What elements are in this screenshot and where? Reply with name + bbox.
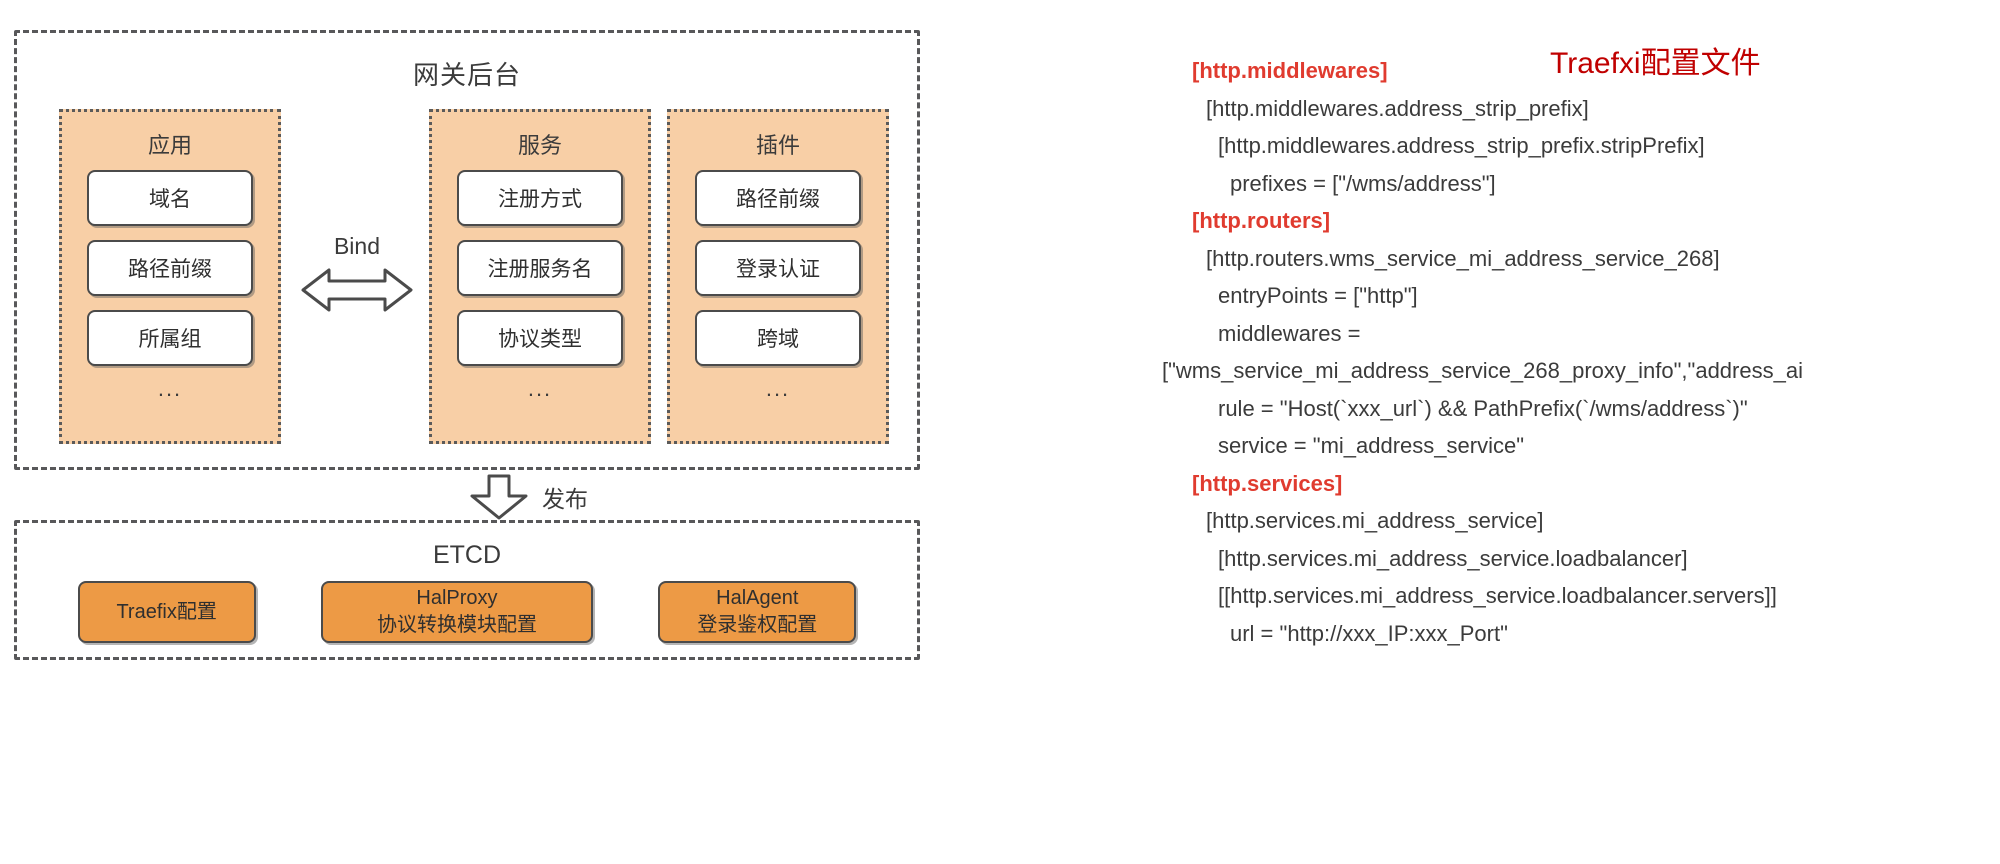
config-line: prefixes = ["/wms/address"]: [1230, 170, 1496, 196]
config-line: [http.middlewares.address_strip_prefix]: [1206, 95, 1589, 121]
config-title: Traefxi配置文件: [1550, 47, 1761, 80]
etcd-box-halproxy: HalProxy 协议转换模块配置: [320, 581, 593, 643]
item-list-application: 域名 路径前缀 所属组: [62, 170, 278, 366]
config-line: url = "http://xxx_IP:xxx_Port": [1230, 620, 1508, 646]
config-line: [http.middlewares.address_strip_prefix.s…: [1218, 133, 1705, 158]
down-arrow-icon: [470, 474, 528, 520]
etcd-box-line1: HalAgent: [716, 587, 799, 609]
group-title-plugin: 插件: [755, 133, 800, 158]
group-application: 应用 域名 路径前缀 所属组 ...: [59, 109, 281, 444]
item-list-service: 注册方式 注册服务名 协议类型: [432, 170, 648, 366]
etcd-box-list: Traefix配置 HalProxy 协议转换模块配置 HalAgent 登录鉴…: [17, 581, 917, 643]
group-plugin: 插件 路径前缀 登录认证 跨域 ...: [667, 109, 889, 444]
config-section-header: [http.middlewares]: [1192, 58, 1388, 83]
etcd-box-traefix: Traefix配置: [77, 581, 256, 643]
group-title-application: 应用: [147, 133, 192, 158]
item-box: 注册方式: [457, 170, 623, 226]
etcd-box-line1: Traefix配置: [116, 600, 217, 623]
item-box: 登录认证: [695, 240, 861, 296]
config-line-list: [http.middlewares] [http.middlewares.addr…: [1160, 52, 2000, 652]
architecture-diagram: 网关后台 应用 域名 路径前缀 所属组 ... Bind 服务 注册方式 注册服…: [14, 30, 920, 660]
group-ellipsis: ...: [765, 376, 791, 401]
group-service: 服务 注册方式 注册服务名 协议类型 ...: [429, 109, 651, 444]
page-title: 网关后台: [412, 60, 521, 90]
group-title-service: 服务: [517, 133, 562, 158]
bind-connector: Bind: [297, 233, 417, 323]
bind-label: Bind: [333, 233, 381, 259]
etcd-title: ETCD: [432, 541, 502, 569]
config-line: middlewares =: [1218, 320, 1361, 346]
etcd-box-line2: 协议转换模块配置: [376, 614, 537, 636]
item-list-plugin: 路径前缀 登录认证 跨域: [670, 170, 886, 366]
config-section-header: [http.services]: [1192, 470, 1343, 496]
item-box: 域名: [87, 170, 253, 226]
etcd-box-halagent: HalAgent 登录鉴权配置: [658, 581, 857, 643]
etcd-box-line2: 登录鉴权配置: [697, 614, 818, 636]
gateway-backend-panel: 网关后台 应用 域名 路径前缀 所属组 ... Bind 服务 注册方式 注册服…: [14, 30, 920, 470]
double-arrow-icon: [301, 268, 413, 312]
item-box: 注册服务名: [457, 240, 623, 296]
config-line: entryPoints = ["http"]: [1218, 283, 1418, 308]
group-ellipsis: ...: [527, 376, 553, 401]
item-box: 所属组: [87, 310, 253, 366]
config-line: [[http.services.mi_address_service.loadb…: [1218, 583, 1777, 608]
config-line: [http.services.mi_address_service]: [1206, 508, 1544, 533]
config-line: [http.services.mi_address_service.loadba…: [1218, 545, 1688, 571]
item-box: 跨域: [695, 310, 861, 366]
config-section-header: [http.routers]: [1192, 208, 1331, 233]
etcd-box-line1: HalProxy: [416, 587, 498, 609]
item-box: 路径前缀: [695, 170, 861, 226]
group-ellipsis: ...: [157, 376, 183, 401]
config-line: [http.routers.wms_service_mi_address_ser…: [1206, 245, 1720, 271]
item-box: 路径前缀: [87, 240, 253, 296]
etcd-panel: ETCD Traefix配置 HalProxy 协议转换模块配置 HalAgen…: [14, 520, 920, 660]
publish-label: 发布: [542, 486, 588, 512]
config-line: service = "mi_address_service": [1218, 433, 1525, 458]
publish-connector: 发布: [468, 474, 588, 520]
config-line: ["wms_service_mi_address_service_268_pro…: [1162, 358, 1803, 383]
item-box: 协议类型: [457, 310, 623, 366]
traefik-config-panel: Traefxi配置文件 [http.middlewares][http.midd…: [1160, 0, 2000, 864]
config-line: rule = "Host(`xxx_url`) && PathPrefix(`/…: [1218, 395, 1748, 421]
